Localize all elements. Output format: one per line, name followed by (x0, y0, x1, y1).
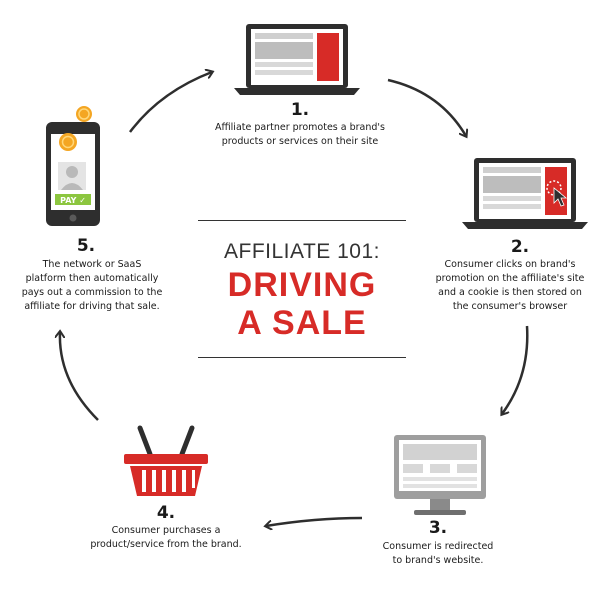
laptop-click-icon (462, 158, 588, 229)
title-headline: DRIVING A SALE (227, 266, 377, 342)
arrow-4-to-5 (60, 332, 99, 421)
step-4-number: 4. (156, 503, 176, 523)
smartphone-pay-icon (46, 106, 100, 226)
shopping-basket-icon (124, 425, 208, 496)
laptop-icon (234, 24, 360, 95)
title-top-rule (198, 220, 406, 221)
arrow-2-to-3 (502, 325, 529, 414)
step-3-text: Consumer is redirected to brand's websit… (382, 541, 494, 566)
step-1-text: Affiliate partner promotes a brand's pro… (214, 122, 385, 147)
arrow-3-to-4 (266, 516, 363, 526)
step-2-number: 2. (510, 237, 530, 257)
step-1-number: 1. (290, 100, 310, 120)
title-kicker: AFFILIATE 101: (224, 240, 380, 263)
step-5-text: The network or SaaS platform then automa… (21, 259, 163, 312)
arrow-1-to-2 (387, 78, 466, 136)
title-bottom-rule (198, 357, 406, 358)
desktop-monitor-icon (394, 435, 486, 515)
step-3-number: 3. (428, 518, 448, 538)
step-5-number: 5. (76, 236, 96, 256)
arrow-5-to-1 (129, 72, 212, 133)
step-4-text: Consumer purchases a product/service fro… (90, 525, 242, 550)
step-2-text: Consumer clicks on brand's promotion on … (435, 259, 585, 312)
pay-label: PAY ✓ (60, 196, 86, 205)
